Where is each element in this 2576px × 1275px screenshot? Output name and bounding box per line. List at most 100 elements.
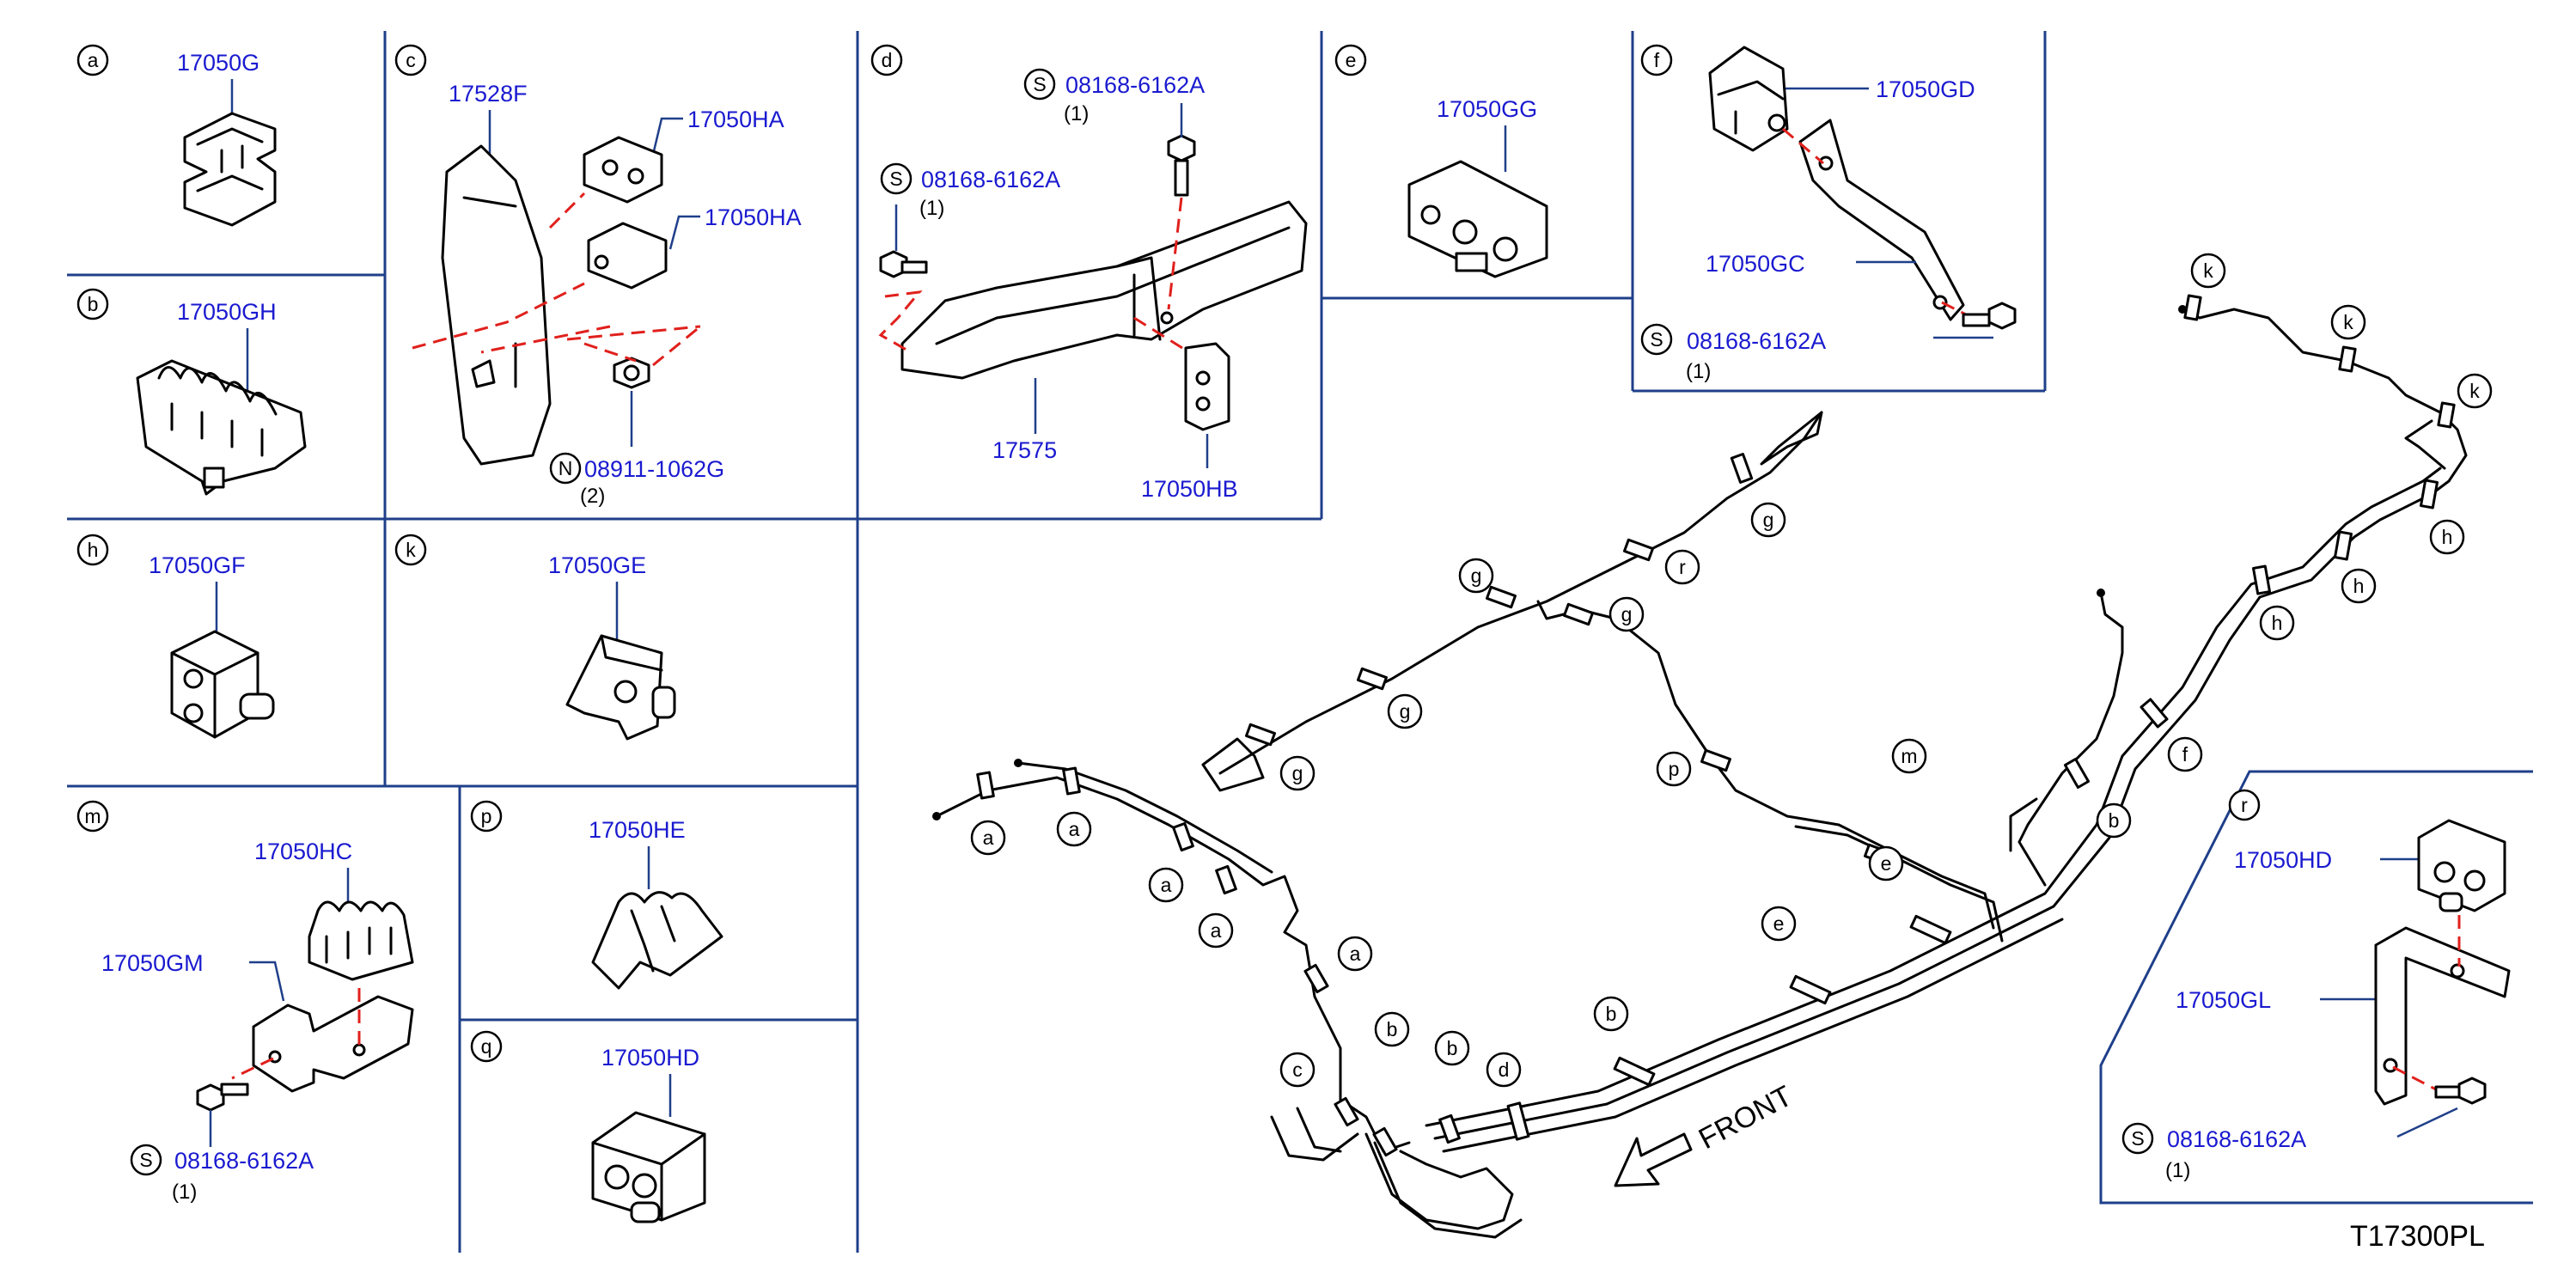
callout-k1-text: k — [2203, 259, 2213, 282]
panel-a: a 17050G — [76, 44, 277, 227]
part-08168-6162a-m-label: 08168-6162A — [174, 1148, 314, 1174]
part-08168-6162a-r-label: 08168-6162A — [2167, 1126, 2306, 1152]
panel-k-letter: k — [406, 539, 416, 561]
panel-p-letter: p — [481, 805, 492, 827]
part-17050hc-label: 17050HC — [254, 839, 352, 864]
panel-p: p 17050HE — [470, 800, 723, 990]
panel-c-letter: c — [406, 49, 416, 71]
part-17050gl-label: 17050GL — [2176, 987, 2271, 1013]
brake-pipe-assembly — [932, 294, 2468, 1239]
clip-17050g-icon — [183, 112, 277, 227]
callout-a1-text: a — [983, 827, 994, 849]
panel-b-letter: b — [88, 293, 99, 315]
panel-e: e 17050GG — [1334, 44, 1548, 278]
callout-a4-text: a — [1211, 919, 1222, 942]
callout-p: p — [1656, 751, 1692, 787]
panel-grid — [67, 31, 2533, 1253]
bolt-prefix-s-f: S — [1650, 328, 1663, 351]
part-08911-1062g-qty: (2) — [580, 485, 605, 508]
clip-17050ge-icon — [565, 634, 676, 741]
callout-h1-text: h — [2272, 612, 2283, 634]
bracket-17575-icon — [900, 200, 1308, 380]
clip-17050he-icon — [591, 891, 723, 990]
callout-k2-text: k — [2343, 311, 2353, 333]
callout-d-text: d — [1499, 1058, 1510, 1081]
callout-d: d — [1486, 1052, 1522, 1088]
callout-b3-text: b — [1606, 1003, 1617, 1025]
callout-b4-text: b — [2109, 809, 2120, 832]
callout-b4: b — [2096, 802, 2132, 839]
callout-a3-text: a — [1161, 874, 1172, 896]
panel-q-letter: q — [481, 1035, 492, 1058]
callout-k3: k — [2457, 373, 2493, 409]
panel-b: b 17050GH — [76, 288, 307, 496]
bolt-r-icon — [2434, 1077, 2487, 1105]
callout-g4: g — [1608, 596, 1645, 632]
callout-k2: k — [2330, 304, 2366, 340]
part-08168-6162a-f-qty: (1) — [1686, 360, 1711, 383]
callout-a4: a — [1198, 912, 1234, 949]
bolt-prefix-s-m: S — [139, 1149, 152, 1171]
callout-g1-text: g — [1292, 762, 1303, 784]
callout-h2: h — [2341, 568, 2377, 604]
part-17050gd-label: 17050GD — [1876, 76, 1975, 102]
panel-r: r 17050HD 17050GL S 08168-6162A (1) — [2121, 789, 2511, 1182]
part-08168-6162a-m-qty: (1) — [172, 1180, 197, 1204]
callout-b3: b — [1593, 996, 1629, 1032]
callouts: a a a a a c b b d b e e b f p m g g g g … — [970, 253, 2493, 1088]
part-08168-6162a-left-qty: (1) — [919, 197, 944, 220]
callout-b2: b — [1434, 1030, 1470, 1066]
part-17528f-label: 17528F — [449, 81, 528, 107]
panel-f-letter: f — [1654, 49, 1660, 71]
callout-r: r — [1664, 549, 1700, 585]
panel-h-letter: h — [88, 539, 99, 561]
callout-b1: b — [1374, 1011, 1410, 1047]
callout-h3: h — [2429, 519, 2465, 555]
panel-d: d S 08168-6162A (1) S 08168-6162A (1) 1 — [870, 44, 1308, 502]
bolt-upper-icon — [1167, 134, 1196, 197]
callout-g5-text: g — [1763, 509, 1774, 531]
pipe-clamps — [976, 294, 2456, 1157]
callout-g3: g — [1458, 558, 1494, 594]
panel-e-letter: e — [1346, 49, 1357, 71]
part-17050he-label: 17050HE — [589, 817, 686, 843]
callout-b1-text: b — [1387, 1018, 1398, 1040]
callout-e1: e — [1761, 906, 1797, 942]
part-17050gc-label: 17050GC — [1706, 251, 1805, 277]
panel-r-letter: r — [2241, 794, 2248, 816]
part-17050gf-label: 17050GF — [149, 552, 246, 578]
clip-17050gf-icon — [170, 630, 275, 739]
panel-k: k 17050GE — [394, 534, 676, 741]
callout-h3-text: h — [2442, 526, 2453, 548]
callout-g5: g — [1750, 502, 1786, 538]
clip-17050gh-icon — [136, 359, 307, 496]
part-17050ha-lower-label: 17050HA — [705, 204, 802, 230]
part-17050gh-label: 17050GH — [177, 299, 277, 325]
callout-c: c — [1279, 1052, 1315, 1088]
callout-g3-text: g — [1471, 564, 1482, 587]
bolt-left-icon — [879, 250, 928, 278]
callout-f-text: f — [2182, 743, 2188, 766]
callout-b2-text: b — [1447, 1037, 1458, 1059]
callout-g4-text: g — [1621, 603, 1633, 625]
part-08168-6162a-f-label: 08168-6162A — [1687, 328, 1826, 354]
part-17575-label: 17575 — [992, 437, 1057, 463]
part-17050ha-upper-label: 17050HA — [687, 107, 784, 132]
callout-a1: a — [970, 820, 1006, 856]
panel-d-letter: d — [882, 49, 893, 71]
callout-g1: g — [1279, 755, 1315, 791]
part-08168-6162a-left-label: 08168-6162A — [921, 167, 1060, 192]
part-17050gm-label: 17050GM — [101, 950, 204, 976]
part-08168-6162a-r-qty: (1) — [2165, 1159, 2190, 1182]
bracket-17050gm-icon — [252, 995, 414, 1093]
callout-e1-text: e — [1773, 912, 1785, 935]
part-17050gg-label: 17050GG — [1437, 96, 1537, 122]
clip-17050ha-upper-icon — [583, 136, 663, 204]
panel-h: h 17050GF — [76, 534, 275, 739]
part-17050hd-q-label: 17050HD — [601, 1045, 699, 1071]
panel-a-letter-circle — [76, 44, 109, 76]
callout-g2-text: g — [1400, 700, 1411, 723]
front-arrow-icon — [1614, 1132, 1693, 1187]
panel-m: m 17050HC 17050GM S 08168-6162A (1) — [76, 800, 414, 1204]
